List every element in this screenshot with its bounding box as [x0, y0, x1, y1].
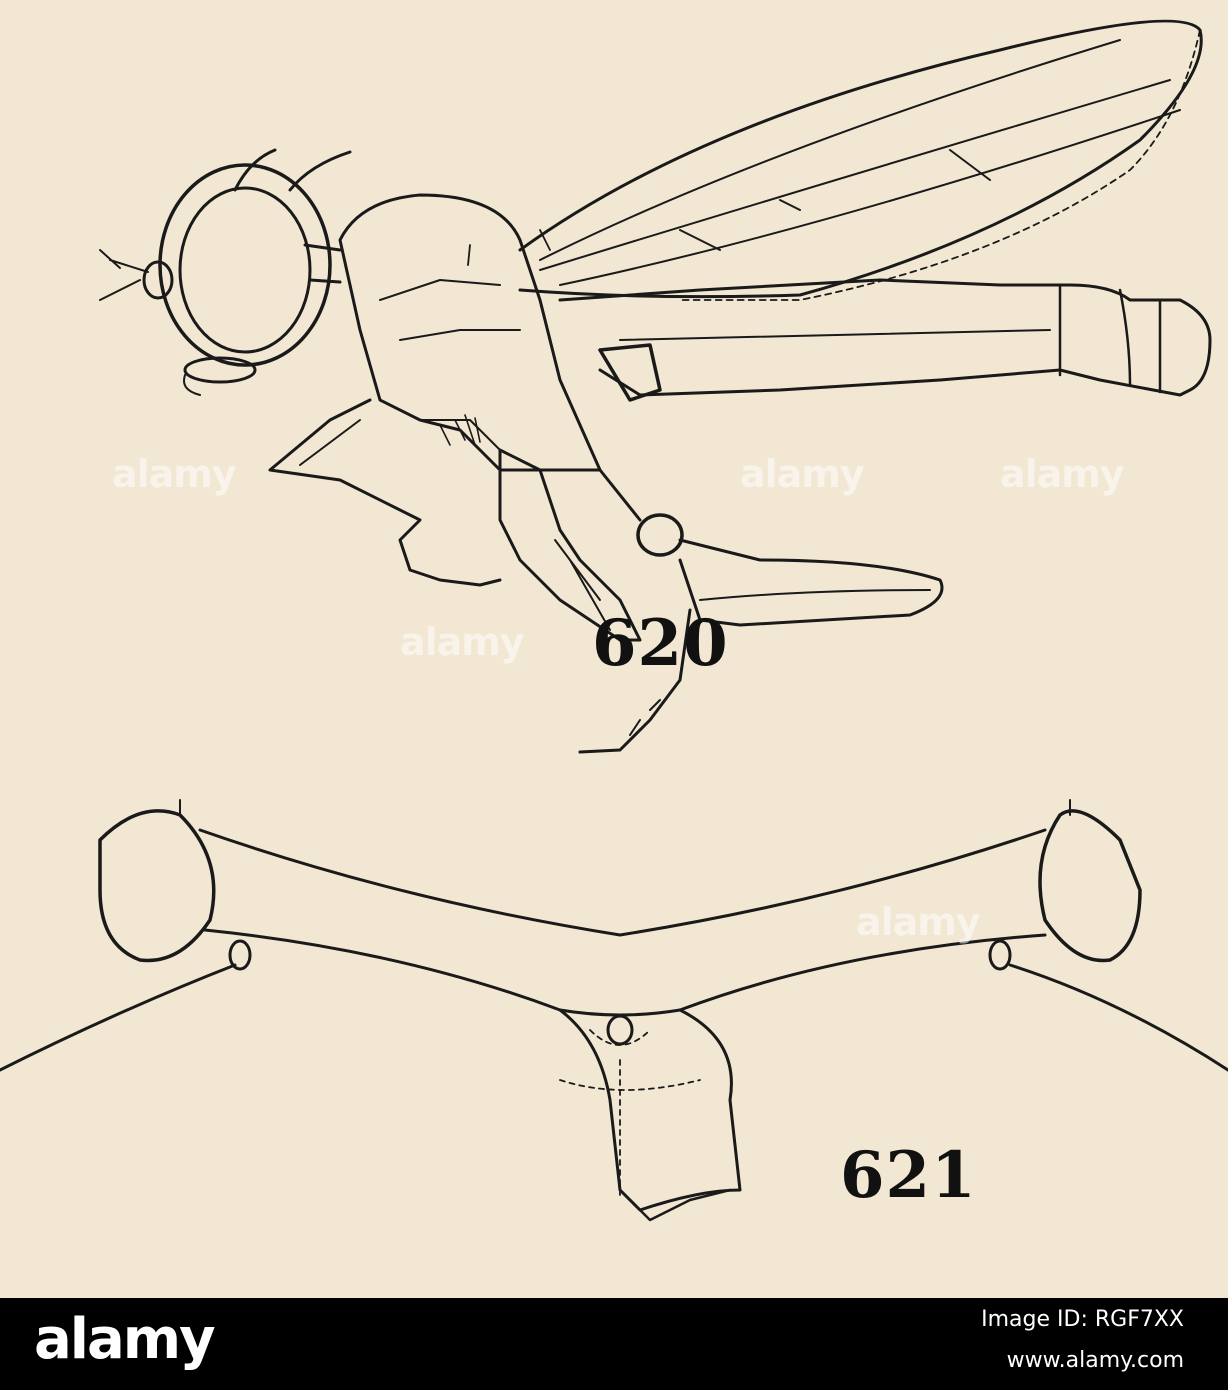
plate-drawing — [0, 19, 1228, 1222]
watermark: alamy — [400, 620, 525, 664]
watermark: alamy — [112, 452, 237, 496]
watermark: alamy — [856, 900, 981, 944]
watermark: alamy — [1000, 452, 1125, 496]
watermark: alamy — [740, 452, 865, 496]
head-drawing — [0, 799, 1228, 1222]
footer-logo[interactable]: alamy — [34, 1307, 216, 1372]
fly-drawing — [99, 19, 1212, 754]
footer-bar: alamy Image ID: RGF7XX www.alamy.com — [0, 1298, 1228, 1390]
image-id-label: Image ID: RGF7XX — [981, 1307, 1184, 1332]
figure-number-620: 620 — [592, 606, 729, 681]
plate-figure: 620 621 alamy alamy alamy alamy alamy — [0, 19, 1228, 1222]
figure-number-621: 621 — [840, 1138, 977, 1213]
footer-url-link[interactable]: www.alamy.com — [1006, 1348, 1184, 1373]
